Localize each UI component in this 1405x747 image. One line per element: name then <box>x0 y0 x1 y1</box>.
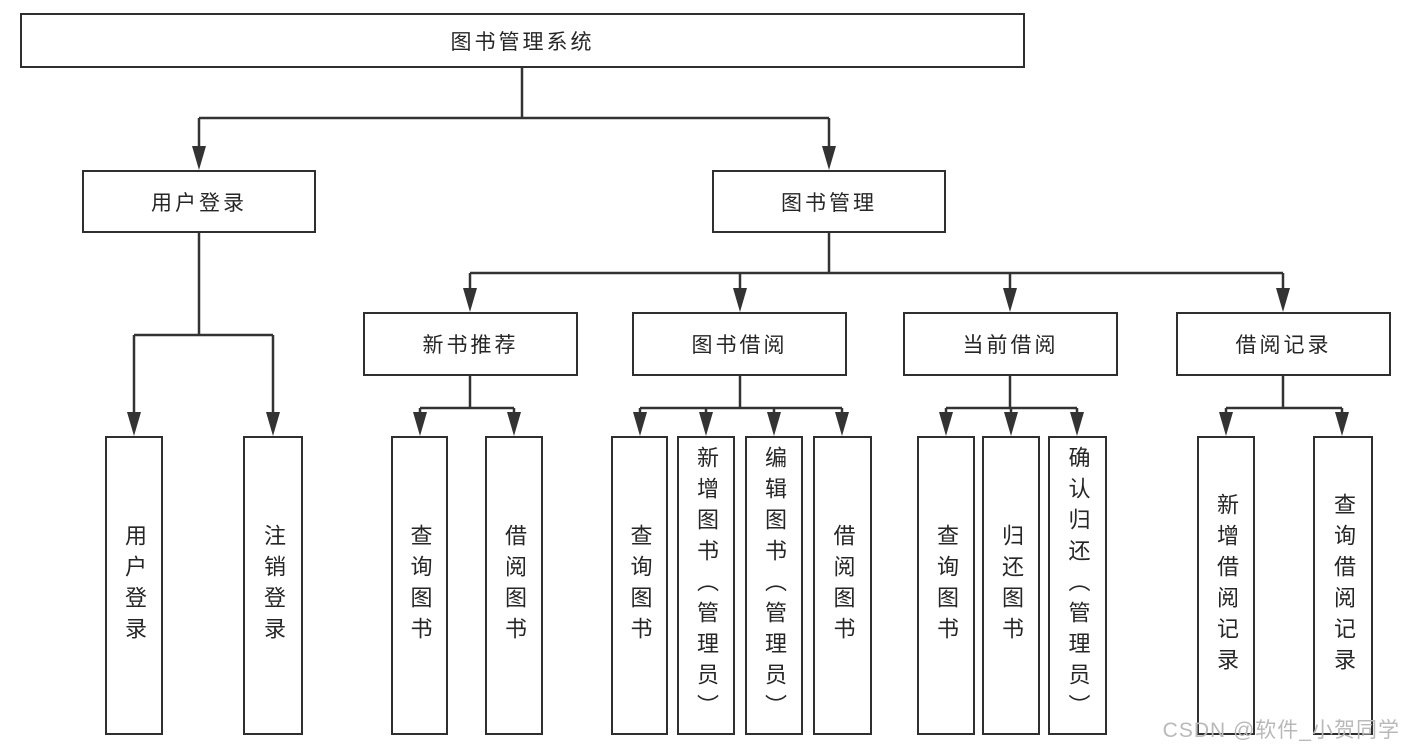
node-book-management: 图书管理 <box>712 170 946 233</box>
leaf-confirm-return-admin-label: 确认归还（管理员） <box>1065 446 1091 725</box>
leaf-return-book-label: 归还图书 <box>999 523 1024 648</box>
node-user-login: 用户登录 <box>82 170 316 233</box>
leaf-query-book-1: 查询图书 <box>391 436 448 735</box>
leaf-add-borrow-record-label: 新增借阅记录 <box>1214 492 1239 679</box>
leaf-user-login-label: 用户登录 <box>122 523 147 648</box>
leaf-logout-label: 注销登录 <box>261 523 286 648</box>
arrowheads <box>127 146 1349 436</box>
leaf-query-borrow-record: 查询借阅记录 <box>1313 436 1373 735</box>
leaf-edit-book-admin-label: 编辑图书（管理员） <box>762 446 787 725</box>
leaf-confirm-return-admin: 确认归还（管理员） <box>1048 436 1107 735</box>
node-book-management-label: 图书管理 <box>781 191 877 215</box>
leaf-query-book-1-label: 查询图书 <box>407 523 433 648</box>
node-book-borrowing-label: 图书借阅 <box>691 334 788 357</box>
node-borrowing-records: 借阅记录 <box>1176 312 1391 376</box>
csdn-watermark: CSDN @软件_小贺同学 <box>1162 719 1400 742</box>
leaf-add-book-admin-label: 新增图书（管理员） <box>694 446 719 725</box>
node-borrowing-records-label: 借阅记录 <box>1235 334 1332 357</box>
node-new-book-recommend-label: 新书推荐 <box>422 334 519 357</box>
node-user-login-label: 用户登录 <box>151 191 247 215</box>
leaf-borrow-book-2: 借阅图书 <box>813 436 872 735</box>
node-new-book-recommend: 新书推荐 <box>363 312 578 376</box>
leaf-edit-book-admin: 编辑图书（管理员） <box>745 436 803 735</box>
leaf-query-book-2: 查询图书 <box>611 436 668 735</box>
leaf-query-book-3-label: 查询图书 <box>934 523 959 648</box>
leaf-query-book-2-label: 查询图书 <box>627 523 653 648</box>
leaf-query-borrow-record-label: 查询借阅记录 <box>1331 492 1356 679</box>
leaf-add-borrow-record: 新增借阅记录 <box>1197 436 1255 735</box>
leaf-borrow-book-2-label: 借阅图书 <box>830 523 856 648</box>
node-current-borrowing-label: 当前借阅 <box>962 334 1059 357</box>
leaf-borrow-book-1-label: 借阅图书 <box>502 523 527 648</box>
leaf-user-login: 用户登录 <box>105 436 163 735</box>
leaf-add-book-admin: 新增图书（管理员） <box>677 436 735 735</box>
node-root: 图书管理系统 <box>20 13 1025 68</box>
node-current-borrowing: 当前借阅 <box>903 312 1118 376</box>
leaf-query-book-3: 查询图书 <box>917 436 975 735</box>
leaf-borrow-book-1: 借阅图书 <box>485 436 543 735</box>
leaf-logout: 注销登录 <box>243 436 303 735</box>
leaf-return-book: 归还图书 <box>982 436 1040 735</box>
node-root-label: 图书管理系统 <box>450 30 595 54</box>
node-book-borrowing: 图书借阅 <box>632 312 847 376</box>
